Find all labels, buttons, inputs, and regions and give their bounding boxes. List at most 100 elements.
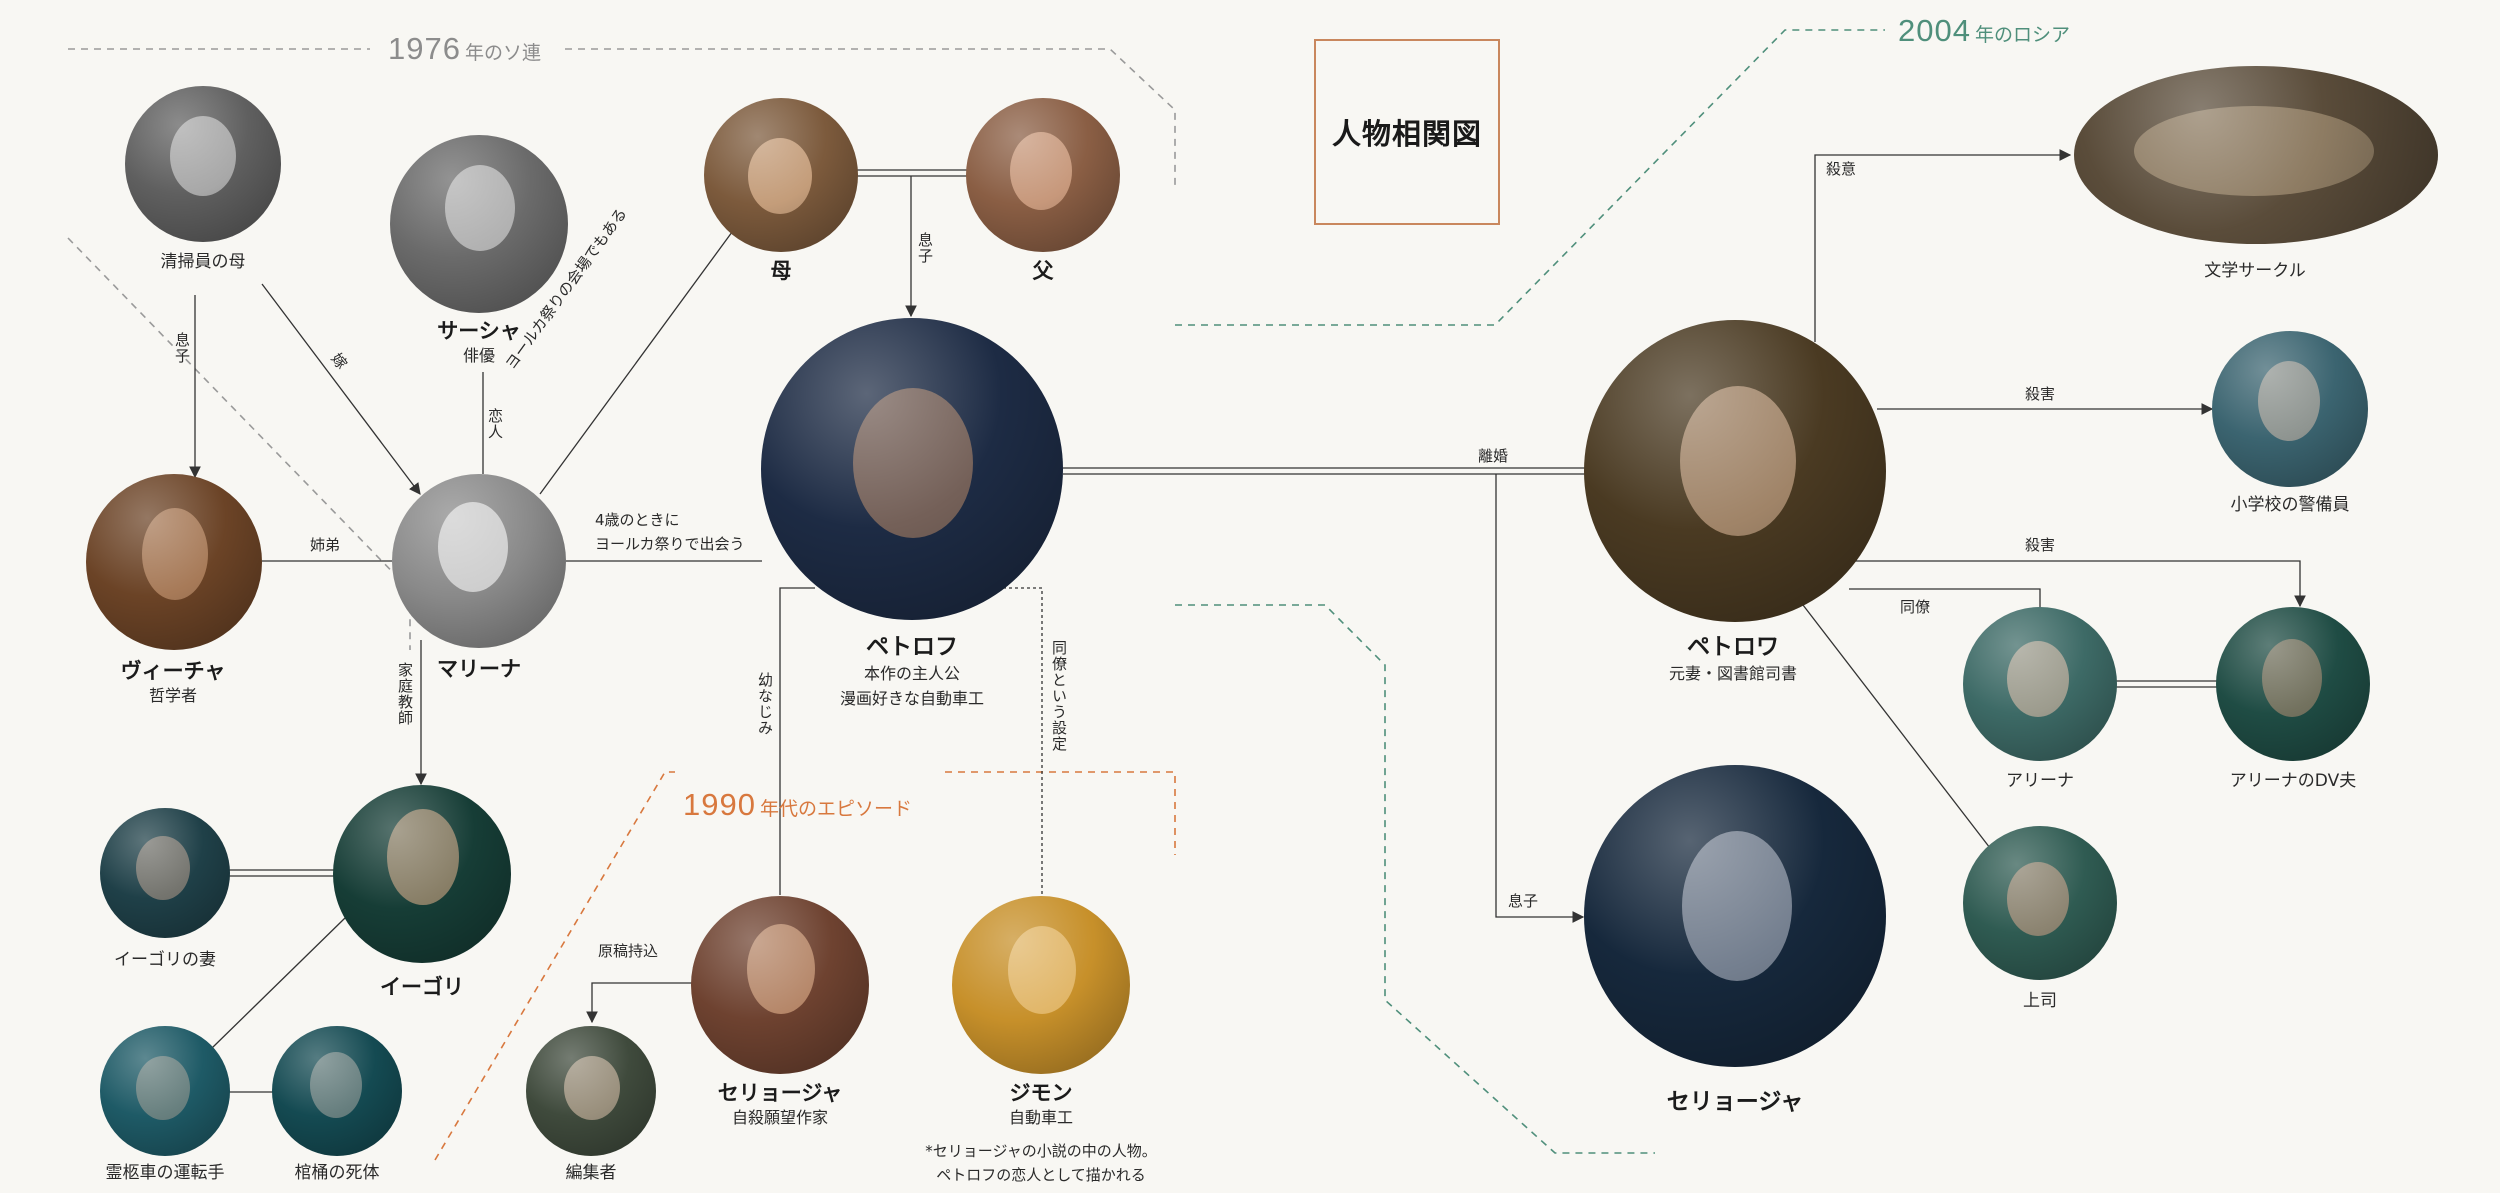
line-divorce-son [1495,474,1585,923]
char-igor-name: イーゴリ [380,975,464,999]
portrait-literature-circle [2074,66,2438,244]
portrait-editor [526,1026,656,1156]
portrait-alina [1963,607,2117,761]
portrait-father [966,98,1120,252]
char-hearse-driver: 霊柩車の運転手 [106,1160,225,1186]
char-boss-name: 上司 [2023,991,2057,1011]
char-cleaner-mother-name: 清掃員の母 [160,252,246,272]
char-father: 父 [1033,258,1054,284]
portrait-hearse-driver [100,1026,230,1156]
char-simon: ジモン 自動車工 [1009,1080,1073,1131]
line-cleaner-marina [261,283,421,495]
portrait-marina [392,474,566,648]
char-petrov-role2: 漫画好きな自動車工 [839,688,985,708]
line-seryozha-editor [586,982,692,1024]
char-igor-wife: イーゴリの妻 [114,947,216,973]
char-sasha: サーシャ 俳優 [437,318,521,369]
portrait-seryozha-writer [691,896,869,1074]
line-petrova-circle [1814,149,2072,342]
char-editor-name: 編集者 [565,1163,617,1183]
char-alina-husband-name: アリーナのDV夫 [2229,771,2357,791]
line-petrov-simon [1003,587,1043,895]
portrait-igor [333,785,511,963]
simon-note-line1: *セリョージャの小説の中の人物。 [925,1142,1157,1160]
portrait-coffin-body [272,1026,402,1156]
era-1990-boundary-right [945,771,1176,855]
portrait-vicha [86,474,262,650]
portrait-sasha [390,135,568,313]
portrait-school-guard [2212,331,2368,487]
char-coffin-body-name: 棺桶の死体 [294,1163,380,1183]
rel-label-siblings: 姉弟 [310,536,341,554]
char-vicha: ヴィーチャ 哲学者 [121,658,226,709]
rel-label-son: 息子 [1508,892,1539,910]
portrait-cleaner-mother [125,86,281,242]
char-petrova-name: ペトロワ [1686,634,1779,660]
rel-label-killed-husband: 殺害 [2025,536,2056,554]
char-father-name: 父 [1032,259,1054,283]
char-petrov-name: ペトロフ [865,634,958,660]
rel-label-son-of-cleaner: 息子 [173,332,191,364]
char-literature-circle-name: 文学サークル [2204,261,2306,281]
portrait-boss [1963,826,2117,980]
char-petrova-role: 元妻・図書館司書 [1668,663,1798,683]
char-simon-role: 自動車工 [1008,1108,1074,1128]
rel-label-son-of-parents: 息子 [916,232,934,264]
char-seryozha-son-name: セリョージャ [1666,1089,1804,1115]
rel-label-divorce: 離婚 [1478,447,1509,465]
char-seryozha-writer: セリョージャ 自殺願望作家 [718,1080,843,1131]
rel-label-tutor: 家庭教師 [396,662,414,726]
char-vicha-role: 哲学者 [148,686,198,706]
line-petrova-alina [1849,588,2041,611]
char-literature-circle: 文学サークル [2204,258,2306,284]
char-boss: 上司 [2023,988,2057,1014]
portrait-alina-husband [2216,607,2370,761]
char-sasha-name: サーシャ [437,319,521,343]
portrait-petrov [761,318,1063,620]
char-mother-name: 母 [770,259,792,283]
char-seryozha-writer-role: 自殺願望作家 [731,1108,828,1128]
line-igor-driver [211,917,346,1049]
rel-label-killed-guard: 殺害 [2025,385,2056,403]
char-petrov-role1: 本作の主人公 [863,663,961,683]
rel-label-manuscript: 原稿持込 [598,942,659,960]
rel-label-childhood-friends: 幼なじみ [756,672,774,736]
char-school-guard-name: 小学校の警備員 [2230,495,2350,515]
char-hearse-driver-name: 霊柩車の運転手 [105,1163,225,1183]
simon-note: *セリョージャの小説の中の人物。 ペトロフの恋人として描かれる [925,1139,1156,1187]
char-sasha-role: 俳優 [462,346,495,366]
era-1990-boundary [434,771,675,1161]
era-2004-boundary-lower [1175,604,1655,1154]
char-cleaner-mother: 清掃員の母 [161,249,246,275]
char-alina: アリーナ [2006,768,2074,794]
char-alina-name: アリーナ [2006,771,2074,791]
portrait-mother [704,98,858,252]
rel-label-coworker: 同僚 [1900,598,1931,616]
rel-label-murder-intent: 殺意 [1826,160,1857,178]
char-igor: イーゴリ [380,974,464,1000]
portrait-igor-wife [100,808,230,938]
portrait-seryozha-son [1584,765,1886,1067]
char-marina: マリーナ [437,656,521,682]
char-mother: 母 [771,258,792,284]
char-petrov: ペトロフ 本作の主人公 漫画好きな自動車工 [840,633,984,711]
char-seryozha-son: セリョージャ [1667,1088,1803,1117]
rel-label-met-line1: 4歳のときに [595,511,680,529]
rel-label-coworker-setting: 同僚という設定 [1050,640,1068,752]
simon-note-line2: ペトロフの恋人として描かれる [936,1166,1146,1184]
diagram-title: 人物相関図 [1331,117,1482,151]
portrait-petrova [1584,320,1886,622]
char-seryozha-writer-name: セリョージャ [717,1081,843,1105]
rel-label-met-line2: ヨールカ祭りで出会う [595,535,745,553]
line-mother-marina [539,227,736,495]
line-petrova-husband [1853,560,2306,608]
line-petrov-seryozha [779,587,815,895]
char-vicha-name: ヴィーチャ [120,659,226,683]
char-marina-name: マリーナ [437,657,521,681]
char-igor-wife-name: イーゴリの妻 [114,950,216,970]
line-petrova-boss [1802,604,1991,849]
